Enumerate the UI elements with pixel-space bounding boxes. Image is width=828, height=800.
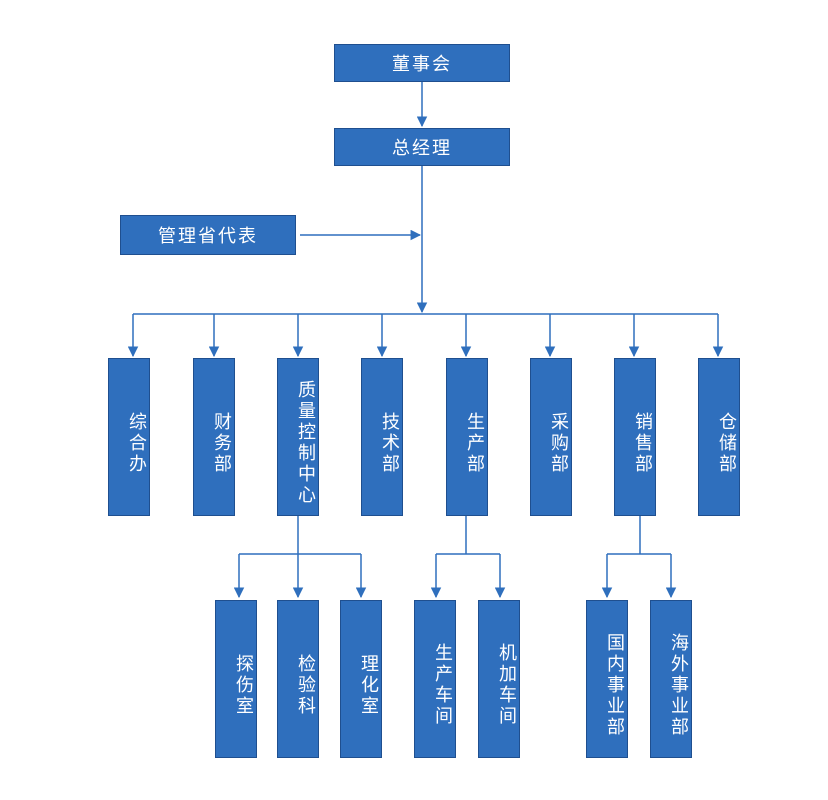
- dept-quality-control: 质量控制中心: [277, 358, 319, 516]
- unit-production-workshop: 生产车间: [414, 600, 456, 758]
- dept-technology: 技术部: [361, 358, 403, 516]
- dept-general-office: 综合办: [108, 358, 150, 516]
- unit-flaw-detection-room: 探伤室: [215, 600, 257, 758]
- dept-finance: 财务部: [193, 358, 235, 516]
- unit-inspection-section: 检验科: [277, 600, 319, 758]
- unit-machining-workshop: 机加车间: [478, 600, 520, 758]
- unit-physchem-lab: 理化室: [340, 600, 382, 758]
- dept-warehouse: 仓储部: [698, 358, 740, 516]
- node-management-rep: 管理省代表: [120, 215, 296, 255]
- unit-domestic-division: 国内事业部: [586, 600, 628, 758]
- node-board: 董事会: [334, 44, 510, 82]
- dept-sales: 销售部: [614, 358, 656, 516]
- unit-overseas-division: 海外事业部: [650, 600, 692, 758]
- dept-production: 生产部: [446, 358, 488, 516]
- dept-procurement: 采购部: [530, 358, 572, 516]
- node-general-manager: 总经理: [334, 128, 510, 166]
